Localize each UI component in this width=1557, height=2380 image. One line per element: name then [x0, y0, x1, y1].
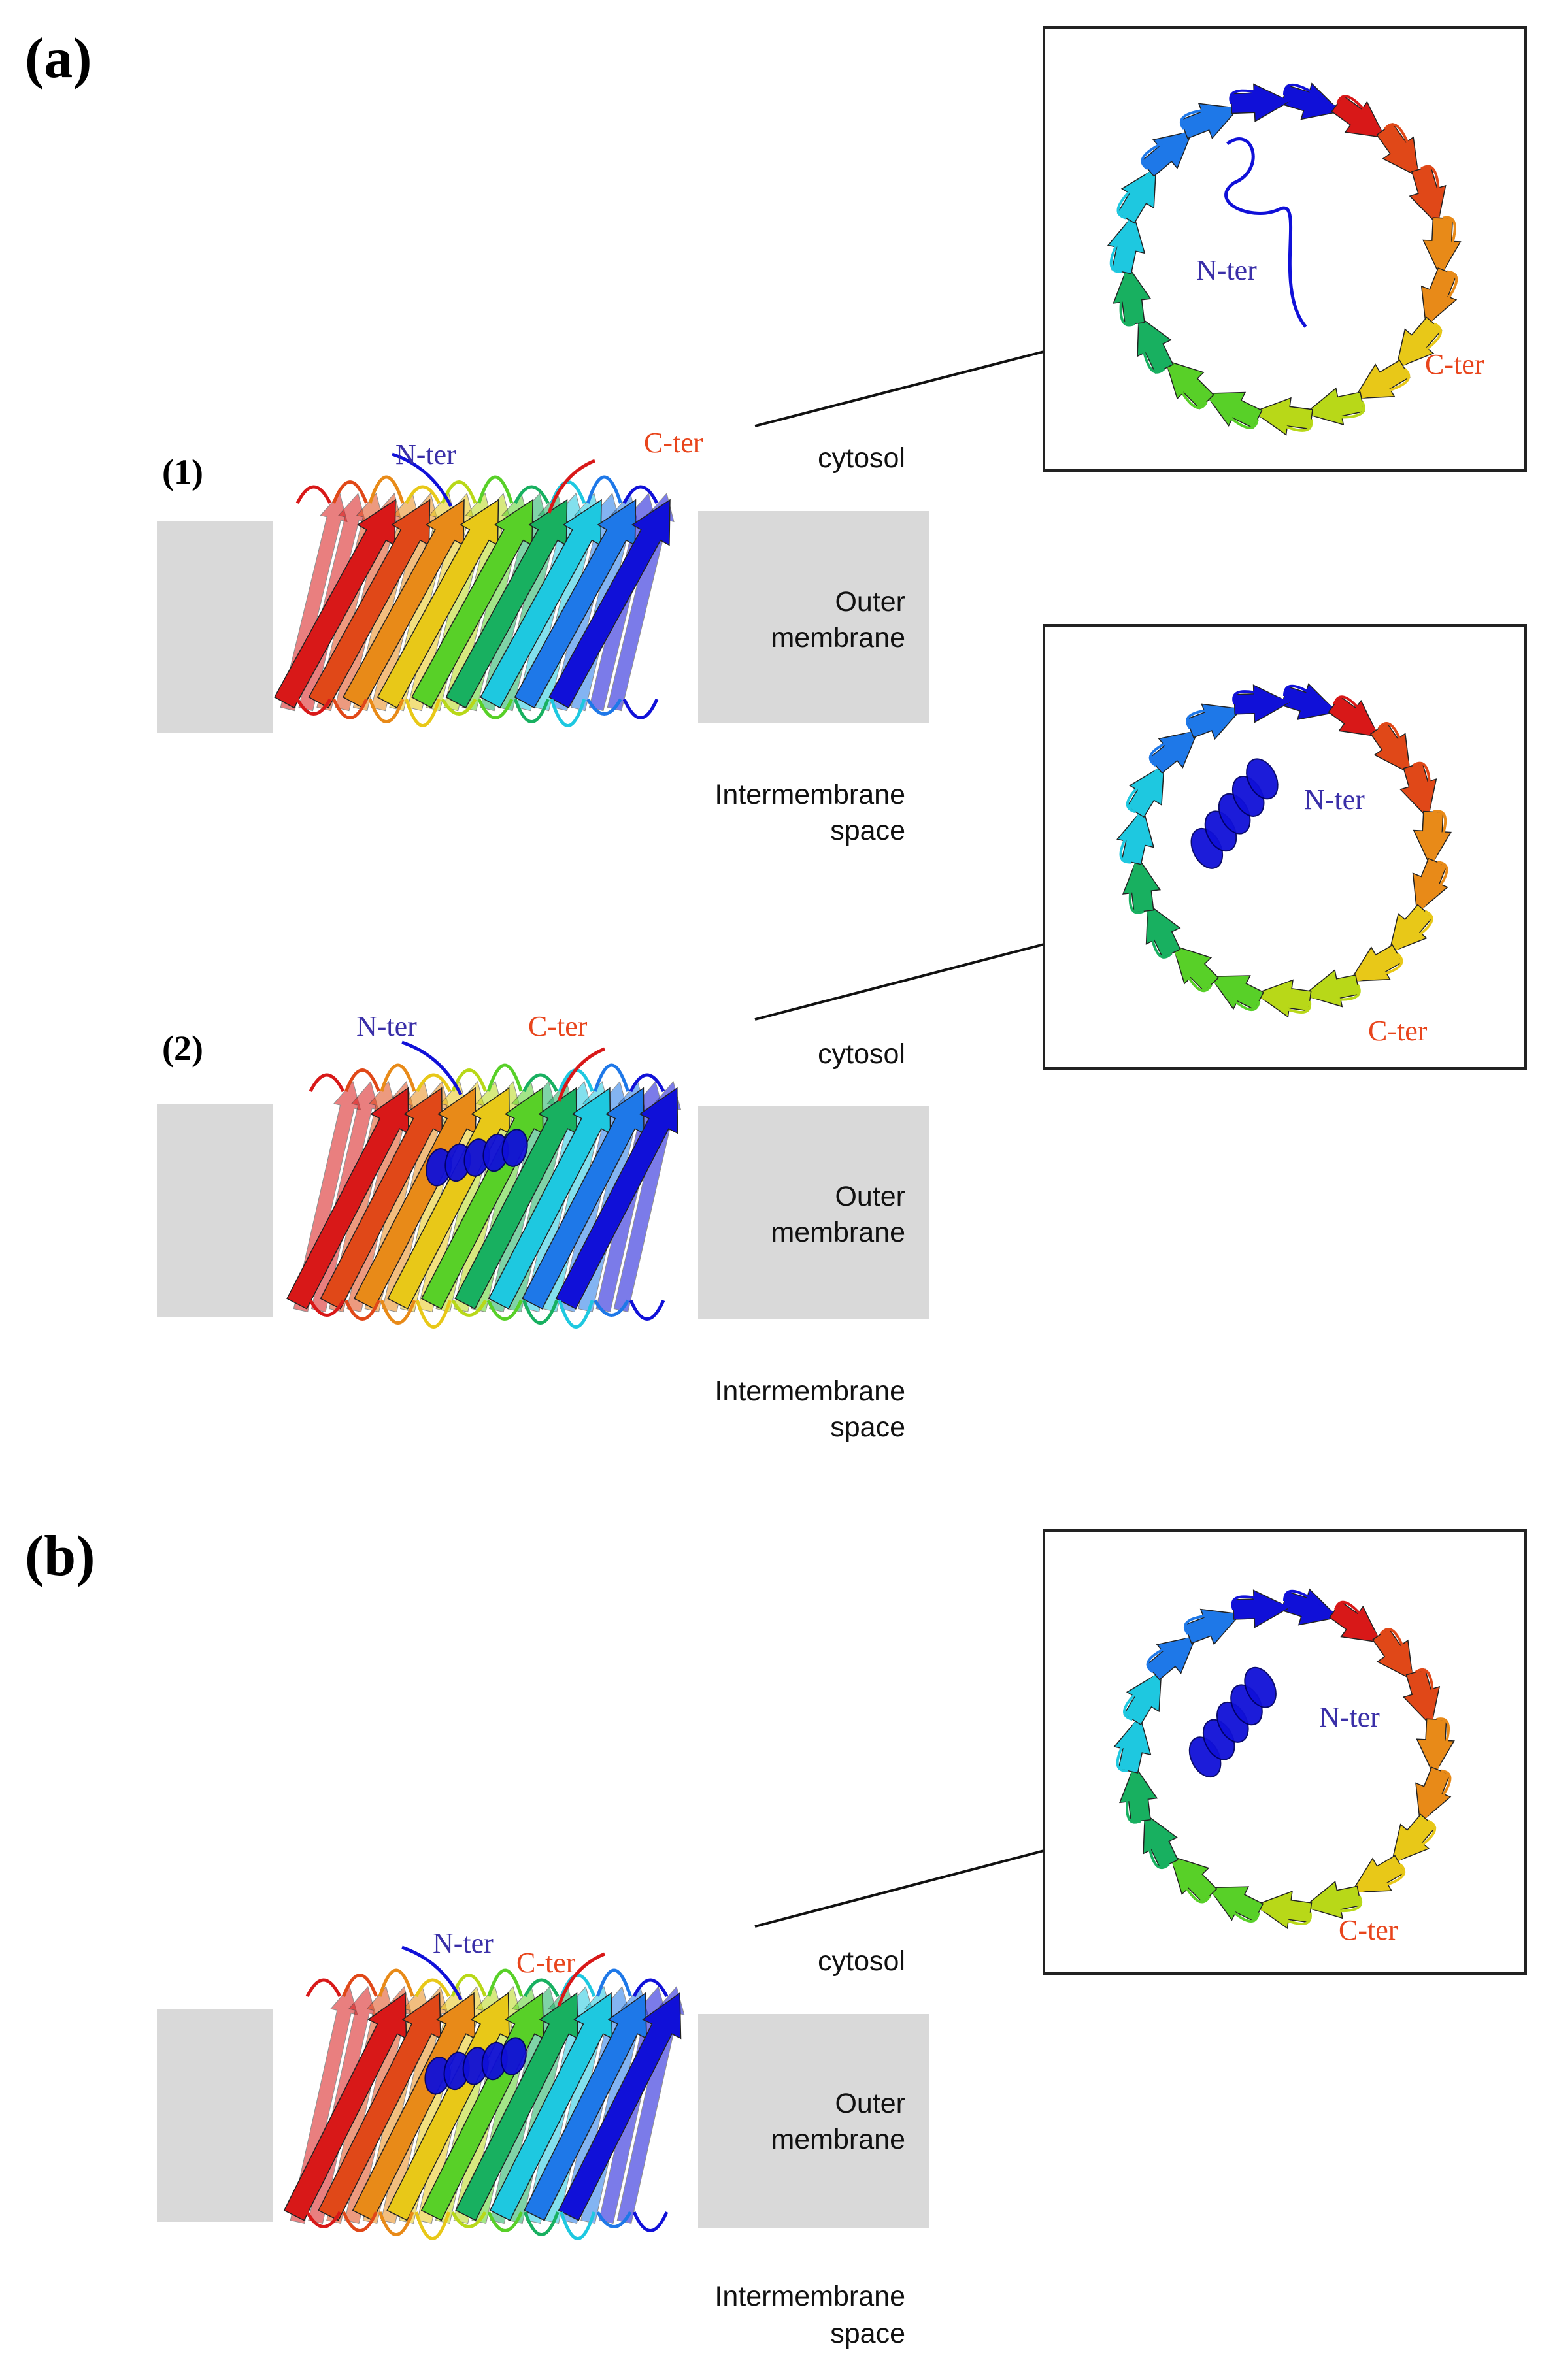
sub-label-2: (2)	[162, 1029, 203, 1068]
ims-label-1b: space	[830, 815, 905, 846]
n-ter-label-1: N-ter	[395, 438, 456, 471]
membrane-right-3	[698, 2014, 929, 2228]
beta-barrel-side-view-1	[274, 452, 675, 727]
membrane-right-2	[698, 1106, 929, 1319]
inset-c-ter-label-1: C-ter	[1425, 348, 1484, 380]
inset-n-ter-label-2: N-ter	[1304, 784, 1365, 816]
panel-label-a: (a)	[25, 27, 92, 90]
outer-membrane-label-2b: membrane	[771, 1217, 905, 1248]
alpha-helix-icon	[426, 1129, 528, 1187]
membrane-left-2	[157, 1104, 273, 1317]
n-ter-label-2: N-ter	[356, 1010, 417, 1042]
alpha-helix-icon	[1190, 758, 1279, 869]
outer-membrane-label-1b: membrane	[771, 622, 905, 653]
beta-barrel-side-view-2	[286, 1040, 682, 1329]
beta-barrel-side-view-3	[283, 1945, 685, 2240]
leader-line-3	[754, 1849, 1045, 1928]
leader-line-1	[754, 350, 1045, 427]
cytosol-label-3: cytosol	[818, 1945, 905, 1977]
alpha-helix-icon	[424, 2037, 527, 2095]
c-ter-label-3: C-ter	[516, 1947, 576, 1979]
leader-line-2	[754, 943, 1045, 1021]
inset-c-ter-label-2: C-ter	[1368, 1015, 1428, 1047]
outer-membrane-label-3b: membrane	[771, 2124, 905, 2155]
ims-label-1a: Intermembrane	[714, 779, 905, 810]
inset-c-ter-label-3: C-ter	[1339, 1914, 1398, 1946]
ims-label-2a: Intermembrane	[714, 1376, 905, 1407]
ims-label-3b: space	[830, 2318, 905, 2349]
sub-label-1: (1)	[162, 452, 203, 491]
outer-membrane-label-2a: Outer	[835, 1181, 905, 1212]
beta-barrel-top-view-3	[1113, 1588, 1455, 1930]
structure-row-1: N-ter C-ter cytosol Outer membrane Inter…	[157, 26, 1527, 846]
structure-row-3: N-ter C-ter cytosol Outer membrane Inter…	[157, 1529, 1527, 2349]
n-ter-label-3: N-ter	[433, 1927, 494, 1959]
membrane-left-3	[157, 2009, 273, 2222]
beta-barrel-top-view-1	[1107, 82, 1462, 436]
c-ter-label-2: C-ter	[528, 1010, 588, 1042]
alpha-helix-icon	[1188, 1666, 1277, 1778]
c-ter-label-1: C-ter	[644, 427, 703, 459]
cytosol-label-2: cytosol	[818, 1038, 905, 1070]
outer-membrane-label-1a: Outer	[835, 586, 905, 618]
structure-row-2: N-ter C-ter cytosol Outer membrane Inter…	[157, 624, 1527, 1443]
inset-n-ter-label-3: N-ter	[1319, 1701, 1380, 1733]
ims-label-2b: space	[830, 1412, 905, 1443]
beta-barrel-top-view-2	[1116, 683, 1452, 1018]
panel-label-b: (b)	[25, 1525, 95, 1588]
ims-label-3a: Intermembrane	[714, 2281, 905, 2312]
outer-membrane-label-3a: Outer	[835, 2088, 905, 2119]
inset-n-ter-label-1: N-ter	[1196, 254, 1257, 286]
cytosol-label-1: cytosol	[818, 442, 905, 474]
membrane-right-1	[698, 511, 929, 723]
membrane-left-1	[157, 521, 273, 733]
